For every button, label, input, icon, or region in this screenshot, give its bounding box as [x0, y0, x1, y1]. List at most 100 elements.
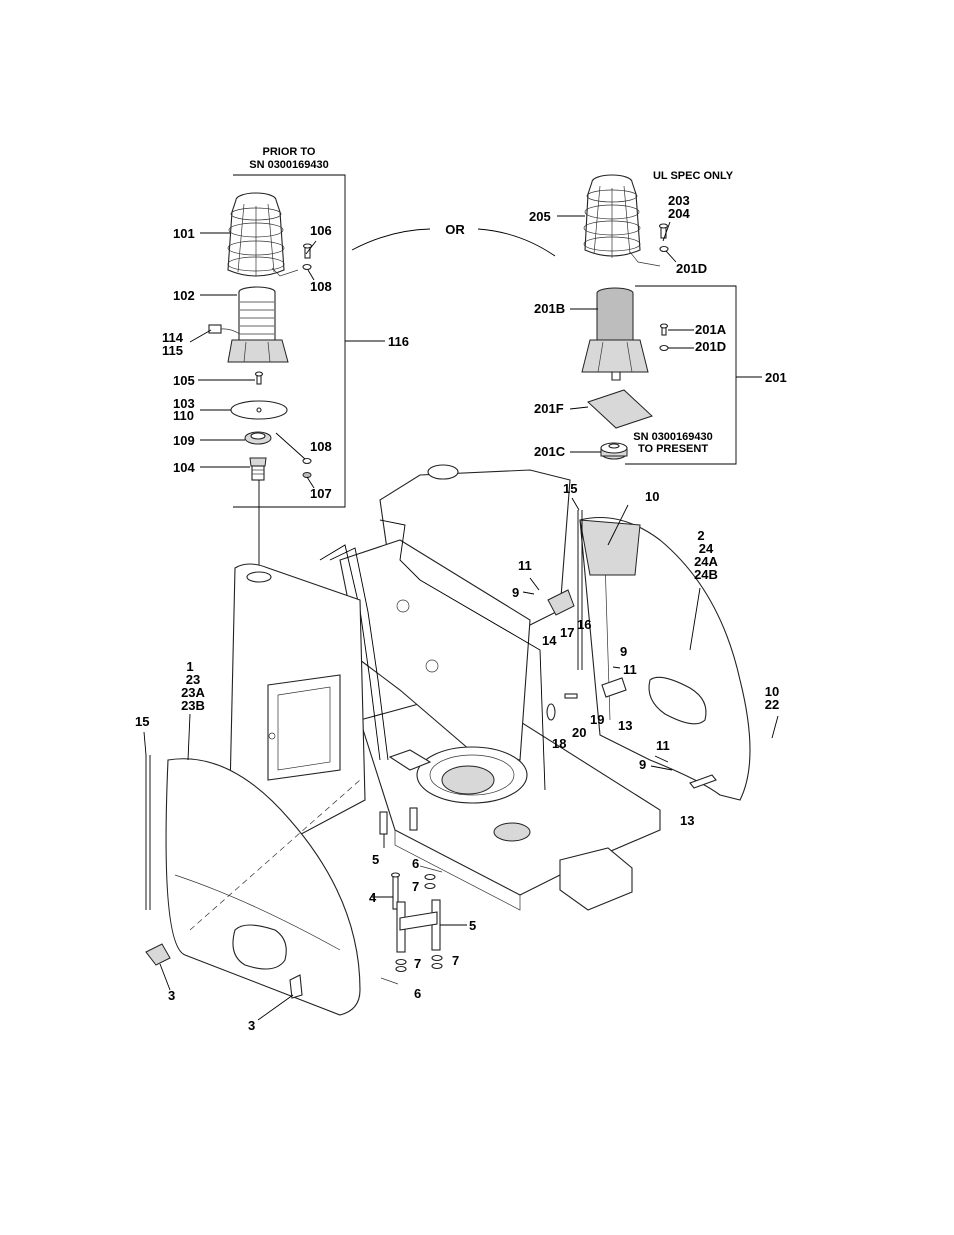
callout-23: 23	[186, 672, 200, 687]
callout-10: 10	[645, 489, 659, 504]
note-sn-present-2: TO PRESENT	[638, 443, 708, 455]
note-sn-present-1: SN 0300169430	[633, 431, 713, 443]
bracket-201	[625, 285, 762, 465]
washer-108-upper	[302, 263, 312, 271]
screw-105	[254, 371, 264, 385]
callout-5: 5	[372, 852, 379, 867]
bracket-13-upper	[601, 677, 627, 698]
callout-110: 110	[173, 408, 194, 423]
callout-13: 13	[618, 718, 632, 733]
callout-3: 3	[168, 988, 175, 1003]
screw-106	[302, 243, 313, 259]
latch-3-b	[289, 974, 303, 999]
nut-107	[302, 472, 312, 478]
callout-201D: 201D	[676, 261, 707, 276]
callout-11: 11	[623, 662, 637, 677]
callout-23B: 23B	[181, 698, 205, 713]
callout-17: 17	[560, 625, 574, 640]
callout-106: 106	[310, 223, 332, 238]
beacon-lens-102	[227, 286, 289, 363]
wire-guard-cage-101	[227, 192, 299, 277]
wire-guard-cage-205	[583, 174, 661, 267]
latch-assembly-14-16-17	[547, 589, 575, 616]
callout-201: 201	[765, 370, 787, 385]
callout-5: 5	[469, 918, 476, 933]
callout-201D: 201D	[695, 339, 726, 354]
note-prior-sn: SN 0300169430	[249, 159, 329, 171]
right-side-cover-2	[579, 517, 751, 801]
callout-19: 19	[590, 712, 604, 727]
callout-108: 108	[310, 439, 332, 454]
spacer-109	[244, 431, 272, 445]
callout-201B: 201B	[534, 301, 565, 316]
callout-7: 7	[414, 956, 421, 971]
callout-203: 203	[668, 193, 690, 208]
note-prior-to: PRIOR TO	[263, 146, 316, 158]
leader-dashed	[189, 779, 361, 931]
bracket-116	[233, 174, 385, 508]
adapter-104	[249, 457, 267, 481]
callout-13: 13	[680, 813, 694, 828]
washer-108-lower	[302, 457, 312, 465]
mounting-plate-103	[230, 400, 288, 420]
nut-201C	[600, 442, 628, 460]
callout-102: 102	[173, 288, 195, 303]
clips-6	[380, 865, 443, 985]
callout-6: 6	[412, 856, 419, 871]
callout-1: 1	[186, 659, 193, 674]
callout-108: 108	[310, 279, 332, 294]
callout-11: 11	[518, 558, 532, 573]
callout-101: 101	[173, 226, 195, 241]
callout-7: 7	[412, 879, 419, 894]
screw-201A	[659, 323, 669, 336]
callout-201A: 201A	[695, 322, 727, 337]
callout-6: 6	[414, 986, 421, 1001]
callout-14: 14	[542, 633, 557, 648]
washer-201D-upper	[659, 245, 669, 253]
connector-114	[208, 324, 241, 335]
hinge-bracket-5-lower	[396, 899, 441, 953]
beacon-201B	[581, 287, 649, 381]
callout-9: 9	[620, 644, 627, 659]
callout-22: 22	[765, 697, 779, 712]
callout-114: 114	[162, 330, 184, 345]
callout-116: 116	[388, 334, 409, 349]
callout-104: 104	[173, 460, 195, 475]
callout-15: 15	[135, 714, 149, 729]
callout-7: 7	[452, 953, 459, 968]
callout-10: 10	[765, 684, 779, 699]
note-ul-spec: UL SPEC ONLY	[653, 170, 734, 182]
hinge-bracket-5-upper	[379, 807, 418, 835]
or-arcs	[351, 228, 556, 257]
latch-3-a	[145, 943, 171, 966]
note-or: OR	[445, 222, 465, 237]
left-hydraulic-tank	[229, 563, 366, 841]
callout-107: 107	[310, 486, 332, 501]
callout-105: 105	[173, 373, 195, 388]
turntable-frame	[319, 464, 661, 911]
pin-4	[390, 872, 401, 910]
callout-11: 11	[656, 738, 670, 753]
callout-205: 205	[529, 209, 551, 224]
gasket-201F	[587, 389, 653, 429]
callout-23A: 23A	[181, 685, 205, 700]
latch-18-20	[546, 703, 556, 721]
callout-2: 2	[697, 528, 704, 543]
callout-16: 16	[577, 617, 591, 632]
callout-24: 24	[699, 541, 714, 556]
callout-24B: 24B	[694, 567, 718, 582]
callout-9: 9	[639, 757, 646, 772]
leader-lines	[143, 215, 779, 1021]
callout-3: 3	[248, 1018, 255, 1033]
callout-201C: 201C	[534, 444, 566, 459]
callout-20: 20	[572, 725, 586, 740]
callout-4: 4	[369, 890, 377, 905]
callout-204: 204	[668, 206, 690, 221]
washer-201D-lower	[659, 344, 669, 352]
callout-103: 103	[173, 396, 195, 411]
callout-24A: 24A	[694, 554, 718, 569]
bracket-13-lower	[689, 774, 717, 789]
bolt-19	[564, 693, 578, 699]
